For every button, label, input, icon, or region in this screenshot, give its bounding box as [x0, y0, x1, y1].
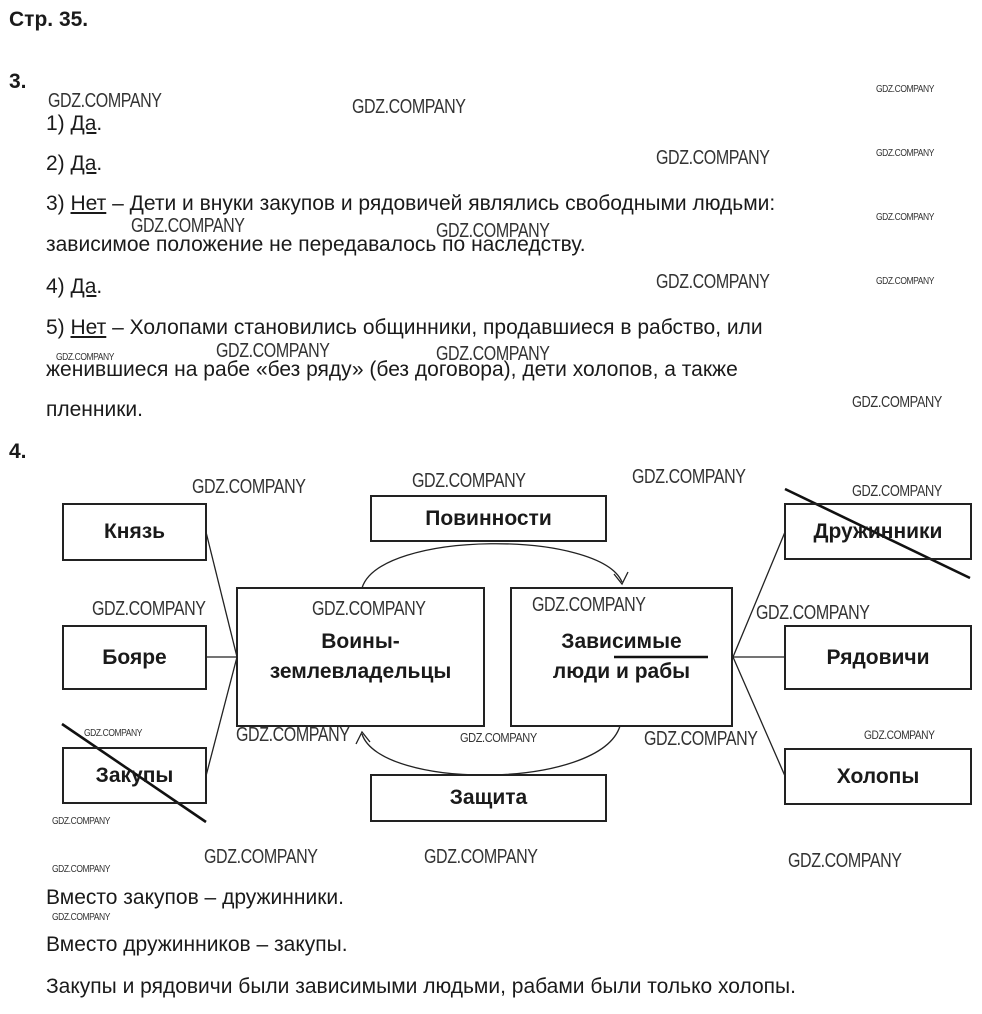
box-povinnosti: Повинности [370, 495, 607, 542]
watermark: GDZ.COMPANY [412, 470, 526, 492]
item-suffix: – Дети и внуки закупов и рядовичей являл… [106, 192, 776, 215]
watermark: GDZ.COMPANY [92, 598, 206, 620]
item-suffix: . [96, 275, 103, 298]
watermark: GDZ.COMPANY [84, 728, 142, 739]
watermark: GDZ.COMPANY [436, 220, 550, 242]
item-suffix: . [96, 152, 103, 175]
watermark: GDZ.COMPANY [460, 730, 537, 745]
watermark: GDZ.COMPANY [876, 84, 934, 95]
item-suffix: . [96, 112, 103, 135]
connector-druzhinniki [732, 531, 786, 658]
note-2: Вместо дружинников – закупы. [46, 933, 348, 956]
connector-knyaz [205, 531, 238, 658]
watermark: GDZ.COMPANY [656, 147, 770, 169]
task3-item-5: 5) Нет – Холопами становились общинники,… [46, 316, 763, 340]
strike-zakupy [61, 722, 207, 824]
item-suffix: – Холопами становились общинники, продав… [106, 316, 763, 339]
watermark: GDZ.COMPANY [56, 352, 114, 363]
page-header: Стр. 35. [9, 8, 89, 31]
arc-arrow-bottom [355, 730, 371, 745]
watermark: GDZ.COMPANY [52, 864, 110, 875]
watermark: GDZ.COMPANY [424, 846, 538, 868]
task3-item-4: 4) Да. [46, 275, 102, 299]
item-prefix: 1) [46, 112, 71, 135]
watermark: GDZ.COMPANY [192, 476, 306, 498]
item-prefix: 2) [46, 152, 71, 175]
task3-item-5-continuation: женившиеся на рабе «без ряду» (без догов… [46, 358, 738, 381]
note-1: Вместо закупов – дружинники. [46, 886, 344, 909]
watermark: GDZ.COMPANY [656, 271, 770, 293]
item-prefix: 3) [46, 192, 71, 215]
box-voiny-line1: Воины- [321, 630, 400, 653]
item-answer: Да [70, 152, 97, 175]
box-knyaz: Князь [62, 503, 207, 561]
watermark: GDZ.COMPANY [52, 816, 110, 827]
connector-kholopy [732, 656, 786, 777]
box-ryadovichi: Рядовичи [784, 625, 972, 690]
task3-item-2: 2) Да. [46, 152, 102, 176]
arc-arrow-top [613, 571, 629, 586]
watermark: GDZ.COMPANY [864, 728, 935, 742]
watermark: GDZ.COMPANY [436, 343, 550, 365]
item-answer: Нет [70, 192, 107, 215]
item-answer: Да [70, 112, 97, 135]
watermark: GDZ.COMPANY [756, 602, 870, 624]
watermark: GDZ.COMPANY [216, 340, 330, 362]
task3-item-1: 1) Да. [46, 112, 102, 136]
watermark: GDZ.COMPANY [788, 850, 902, 872]
box-zakupy: Закупы [62, 747, 207, 804]
watermark: GDZ.COMPANY [852, 394, 942, 411]
watermark: GDZ.COMPANY [852, 483, 942, 500]
watermark: GDZ.COMPANY [131, 215, 245, 237]
box-boyare: Бояре [62, 625, 207, 690]
task4-number: 4. [9, 440, 27, 463]
task3-number: 3. [9, 70, 27, 93]
watermark: GDZ.COMPANY [876, 212, 934, 223]
watermark: GDZ.COMPANY [52, 912, 110, 923]
box-zavisimye-lyudi: Зависимые люди и рабы [510, 587, 733, 727]
watermark: GDZ.COMPANY [48, 90, 162, 112]
box-zavisimye-line1: Зависимые [561, 630, 682, 653]
task3-item-3: 3) Нет – Дети и внуки закупов и рядовиче… [46, 192, 775, 216]
item-prefix: 4) [46, 275, 71, 298]
box-zavisimye-line2: люди и рабы [552, 660, 691, 683]
note-3: Закупы и рядовичи были зависимыми людьми… [46, 975, 796, 998]
watermark: GDZ.COMPANY [204, 846, 318, 868]
arc-povinnosti [361, 543, 623, 589]
watermark: GDZ.COMPANY [312, 598, 426, 620]
task3-item-3-continuation: зависимое положение не передавалось по н… [46, 233, 586, 256]
box-voiny-line2: землевладельцы [269, 660, 452, 683]
watermark: GDZ.COMPANY [532, 594, 646, 616]
item-answer: Нет [70, 316, 107, 339]
task3-item-5-continuation-2: пленники. [46, 398, 143, 421]
watermark: GDZ.COMPANY [876, 276, 934, 287]
item-prefix: 5) [46, 316, 71, 339]
box-kholopy: Холопы [784, 748, 972, 805]
watermark: GDZ.COMPANY [352, 96, 466, 118]
watermark: GDZ.COMPANY [644, 728, 758, 750]
connector-zakupy [205, 656, 238, 777]
box-voiny-zemlevladeltsy: Воины- землевладельцы [236, 587, 485, 727]
item-answer: Да [70, 275, 97, 298]
box-druzhinniki: Дружинники [784, 503, 972, 560]
box-zashchita: Защита [370, 774, 607, 822]
watermark: GDZ.COMPANY [876, 148, 934, 159]
watermark: GDZ.COMPANY [632, 466, 746, 488]
watermark: GDZ.COMPANY [236, 724, 350, 746]
